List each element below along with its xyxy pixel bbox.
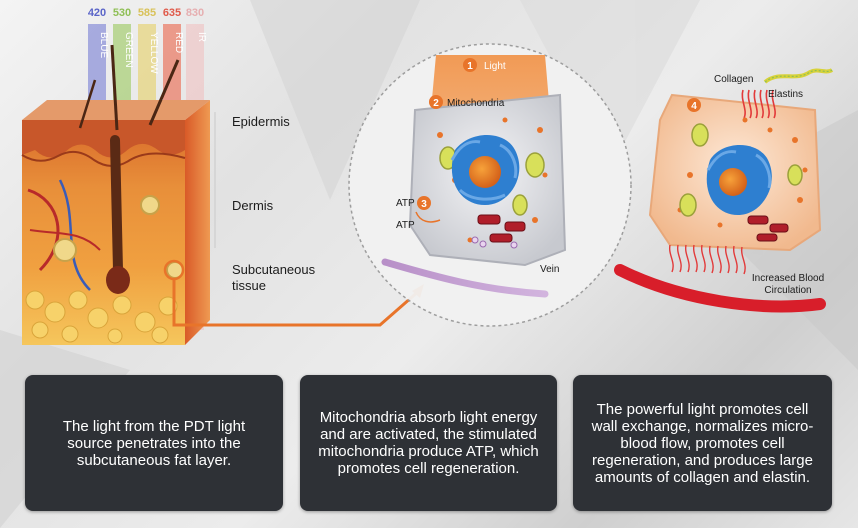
- wavelength-name-ir: IR: [196, 32, 207, 42]
- wavelength-nm-red: 635: [163, 7, 181, 19]
- atp-label-bottom: ATP: [396, 220, 415, 231]
- step2-badge: 2 Mitochondria: [429, 95, 505, 109]
- wavelength-name-yellow: YELLOW: [148, 32, 159, 74]
- step3-badge: ATP 3 ATP: [396, 196, 441, 231]
- mitochondria-panel: 1 Light 2 Mitochondria ATP 3 ATP Vein: [348, 43, 632, 327]
- caption-3-text: The powerful light promotes cell wall ex…: [591, 400, 814, 486]
- step1-badge: 1 Light: [463, 58, 506, 72]
- caption-1-text: The light from the PDT light source pene…: [62, 417, 246, 469]
- wavelength-name-green: GREEN: [123, 32, 134, 68]
- light-label: Light: [484, 61, 506, 72]
- nucleus-mid: [450, 135, 520, 205]
- caption-mitochondria-atp: Mitochondria absorb light energy and are…: [300, 375, 557, 511]
- caption-collagen-elastin: The powerful light promotes cell wall ex…: [573, 375, 832, 511]
- epidermis-label: Epidermis: [232, 114, 290, 129]
- wavelength-name-blue: BLUE: [98, 32, 109, 58]
- wavelength-nm-blue: 420: [88, 7, 106, 19]
- collagen-label: Collagen: [714, 74, 753, 85]
- step1-number: 1: [467, 61, 473, 72]
- wavelength-name-red: RED: [173, 32, 184, 53]
- step3-number: 3: [421, 199, 427, 210]
- step4-number: 4: [691, 101, 697, 112]
- elastins-label: Elastins: [768, 89, 803, 100]
- wavelength-nm-ir: 830: [186, 7, 204, 19]
- mitochondria-label: Mitochondria: [447, 98, 505, 109]
- dermis-label: Dermis: [232, 198, 274, 213]
- vein-label: Vein: [540, 264, 559, 275]
- step2-number: 2: [433, 98, 439, 109]
- atp-label-top: ATP: [396, 198, 415, 209]
- caption-2-text: Mitochondria absorb light energy and are…: [318, 409, 539, 477]
- wavelength-nm-yellow: 585: [138, 7, 156, 19]
- wavelength-nm-green: 530: [113, 7, 131, 19]
- caption-light-penetration: The light from the PDT light source pene…: [25, 375, 283, 511]
